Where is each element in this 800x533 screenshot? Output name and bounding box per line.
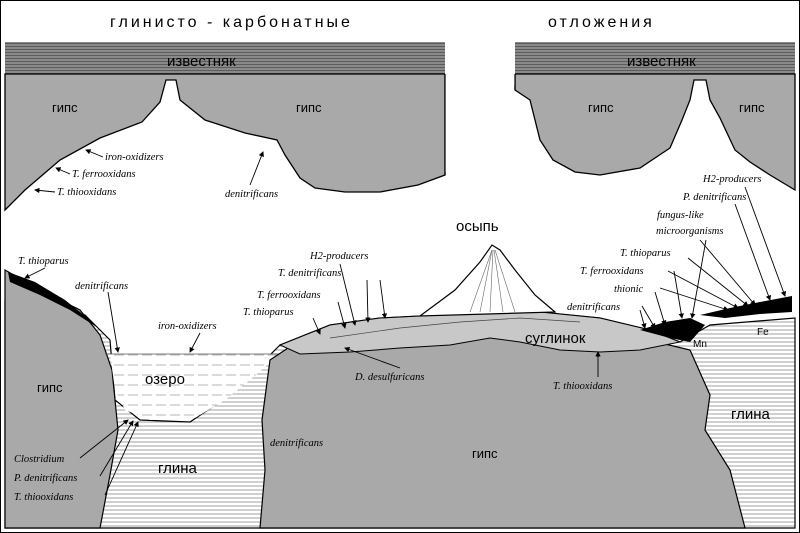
label-gypsum-top-4: гипс [739, 100, 765, 115]
bact-fungus-like-2: microorganisms [656, 226, 723, 237]
bact-t-ferrooxidans-mid: T. ferrooxidans [257, 290, 321, 301]
bact-h2-producers-right: H2-producers [702, 174, 762, 185]
deposit-mn [640, 318, 705, 342]
bact-t-thiooxidans-top: T. thiooxidans [57, 187, 116, 198]
label-clay-right: глина [731, 406, 771, 423]
bact-d-desulfuricans: D. desulfuricans [354, 372, 424, 383]
bact-denitrificans-right: denitrificans [567, 302, 620, 313]
bact-t-thiooxidans-right: T. thiooxidans [553, 381, 612, 392]
bact-thionic: thionic [614, 284, 644, 295]
label-lake: озеро [145, 371, 185, 388]
bact-clostridium: Clostridium [14, 454, 65, 465]
arrow-lines [24, 149, 786, 496]
label-loam: суглинок [525, 330, 586, 347]
bact-p-denitrificans-right: P. denitrificans [682, 192, 746, 203]
bact-iron-oxidizers-top: iron-oxidizers [105, 152, 164, 163]
bact-denitrificans-top: denitrificans [225, 189, 278, 200]
bact-t-thioparus-right: T. thioparus [620, 248, 671, 259]
bact-t-thiooxidans-left: T. thiooxidans [14, 492, 73, 503]
label-fe: Fe [757, 327, 769, 338]
bact-t-thioparus-mid: T. thioparus [243, 307, 294, 318]
label-gypsum-left: гипс [37, 380, 63, 395]
title-left: глинисто - карбонатные [110, 14, 353, 31]
label-gypsum-top-1: гипс [52, 100, 78, 115]
limestone-band-right [515, 42, 795, 74]
limestone-band-left [5, 42, 445, 74]
bact-denitrificans-gypsum: denitrificans [270, 438, 323, 449]
label-scree: осыпь [456, 218, 499, 235]
deposit-left [8, 272, 95, 326]
gypsum-column-top [445, 5, 515, 175]
bact-t-ferrooxidans-top: T. ferrooxidans [72, 169, 136, 180]
deposit-fe [700, 296, 792, 318]
bact-h2-producers-mid: H2-producers [309, 251, 369, 262]
title-right: отложения [548, 14, 655, 31]
scree-lines [469, 249, 516, 313]
label-gypsum-bottom: гипс [472, 446, 498, 461]
bact-p-denitrificans-left: P. denitrificans [13, 473, 77, 484]
gypsum-ceiling-left [4, 73, 446, 212]
label-gypsum-top-2: гипс [296, 100, 322, 115]
cave-ceiling-outline [444, 74, 516, 175]
bact-t-denitrificans-mid: T. denitrificans [278, 268, 341, 279]
label-limestone-right: известняк [627, 53, 696, 70]
bact-denitrificans-left: denitrificans [75, 281, 128, 292]
bact-t-thioparus-left: T. thioparus [18, 256, 69, 267]
label-limestone-left: известняк [167, 53, 236, 70]
loam-inner-line [329, 317, 581, 339]
label-clay-left: глина [158, 460, 198, 477]
lake [110, 354, 280, 420]
label-mn: Mn [693, 339, 707, 350]
bact-t-ferrooxidans-right: T. ferrooxidans [580, 266, 644, 277]
bact-iron-oxidizers-lake: iron-oxidizers [158, 321, 217, 332]
bact-fungus-like-1: fungus-like [657, 210, 704, 221]
label-gypsum-top-3: гипс [588, 100, 614, 115]
scree-cone [418, 244, 557, 317]
gypsum-ceiling-right [514, 73, 796, 192]
